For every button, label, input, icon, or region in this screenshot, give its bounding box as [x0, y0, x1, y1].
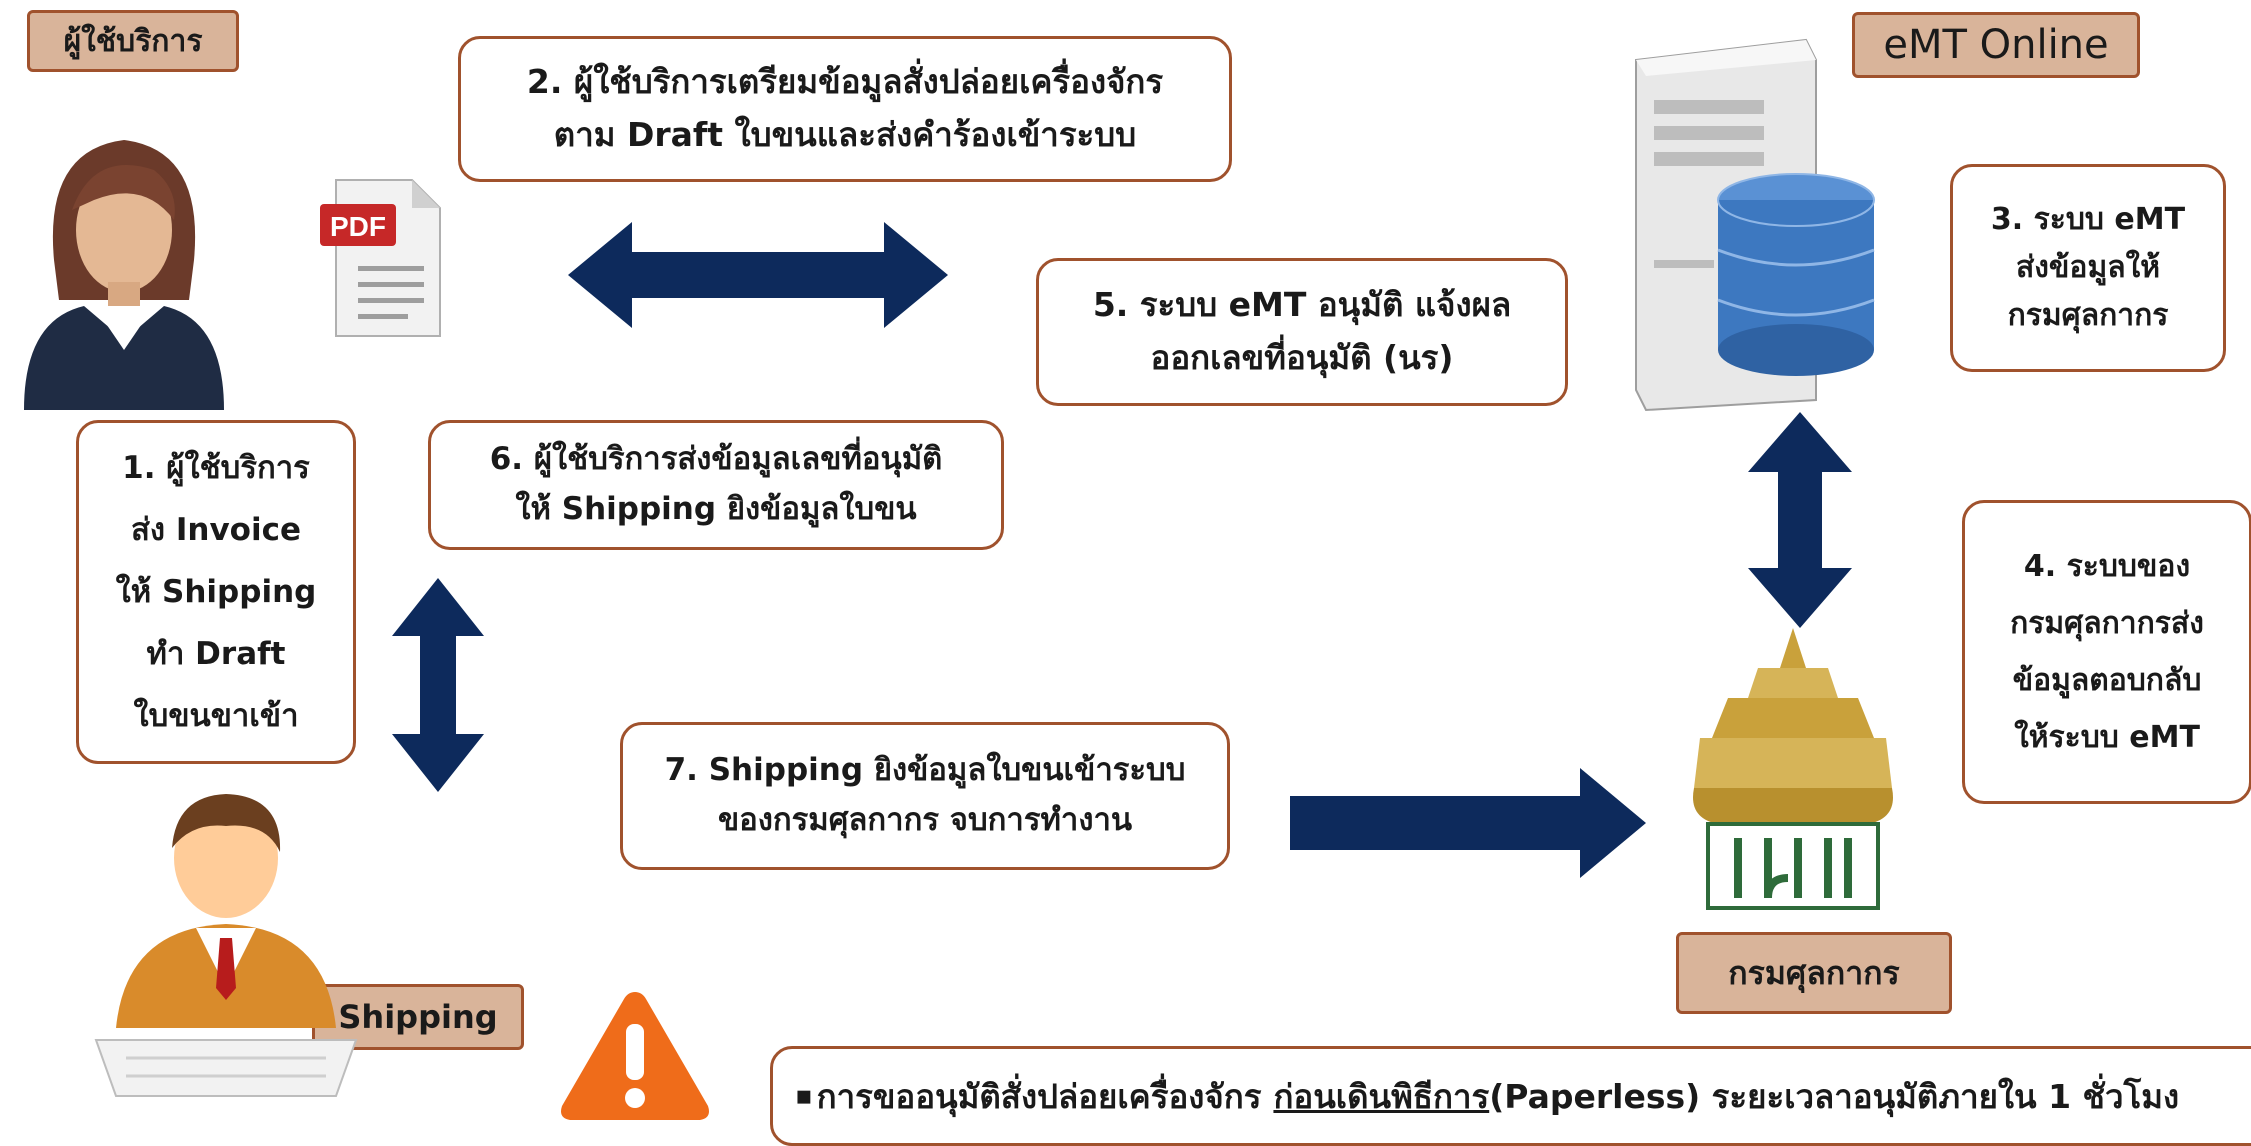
arrow-user-system: [568, 222, 948, 328]
step-3-box: 3. ระบบ eMT ส่งข้อมูลให้ กรมศุลกากร: [1950, 164, 2226, 372]
step-5-box: 5. ระบบ eMT อนุมัติ แจ้งผล ออกเลขที่อนุม…: [1036, 258, 1568, 406]
customs-label: กรมศุลกากร: [1676, 932, 1952, 1014]
step-2-box: 2. ผู้ใช้บริการเตรียมข้อมูลสั่งปล่อยเครื…: [458, 36, 1232, 182]
note-box: ▪ การขออนุมัติสั่งปล่อยเครื่องจักร ก่อนเ…: [770, 1046, 2251, 1146]
note-underlined: ก่อนเดินพิธีการ: [1273, 1076, 1490, 1116]
user-label: ผู้ใช้บริการ: [27, 10, 239, 72]
step-7-text: 7. Shipping ยิงข้อมูลใบขนเข้าระบบ ของกรม…: [664, 752, 1186, 838]
arrow-shipping-customs: [1290, 768, 1646, 878]
note-bullet: ▪: [795, 1081, 813, 1111]
step-4-text: 4. ระบบของ กรมศุลกากรส่ง ข้อมูลตอบกลับ ใ…: [2010, 549, 2204, 755]
user-avatar-icon: [24, 140, 224, 410]
system-label: eMT Online: [1852, 12, 2140, 78]
step-1-text: 1. ผู้ใช้บริการ ส่ง Invoice ให้ Shipping…: [115, 450, 317, 734]
step-3-text: 3. ระบบ eMT ส่งข้อมูลให้ กรมศุลกากร: [1990, 202, 2186, 333]
arrow-system-customs: [1748, 412, 1852, 628]
step-2-text: 2. ผู้ใช้บริการเตรียมข้อมูลสั่งปล่อยเครื…: [526, 62, 1164, 154]
arrow-user-shipping: [392, 578, 484, 792]
step-6-box: 6. ผู้ใช้บริการส่งข้อมูลเลขที่อนุมัติ ให…: [428, 420, 1004, 550]
customs-emblem-icon: [1693, 628, 1893, 910]
note-suffix: (Paperless) ระยะเวลาอนุมัติภายใน 1 ชั่วโ…: [1489, 1076, 2180, 1116]
shipping-avatar-icon: [94, 794, 358, 1097]
step-5-text: 5. ระบบ eMT อนุมัติ แจ้งผล ออกเลขที่อนุม…: [1092, 285, 1512, 377]
pdf-document-icon: PDF: [320, 179, 441, 337]
step-7-box: 7. Shipping ยิงข้อมูลใบขนเข้าระบบ ของกรม…: [620, 722, 1230, 870]
step-4-box: 4. ระบบของ กรมศุลกากรส่ง ข้อมูลตอบกลับ ใ…: [1962, 500, 2251, 804]
warning-icon: [561, 992, 709, 1120]
server-database-icon: [1635, 38, 1875, 412]
note-prefix: การขออนุมัติสั่งปล่อยเครื่องจักร: [816, 1076, 1262, 1116]
pdf-label: PDF: [330, 211, 386, 242]
step-6-text: 6. ผู้ใช้บริการส่งข้อมูลเลขที่อนุมัติ ให…: [489, 441, 943, 527]
step-1-box: 1. ผู้ใช้บริการ ส่ง Invoice ให้ Shipping…: [76, 420, 356, 764]
